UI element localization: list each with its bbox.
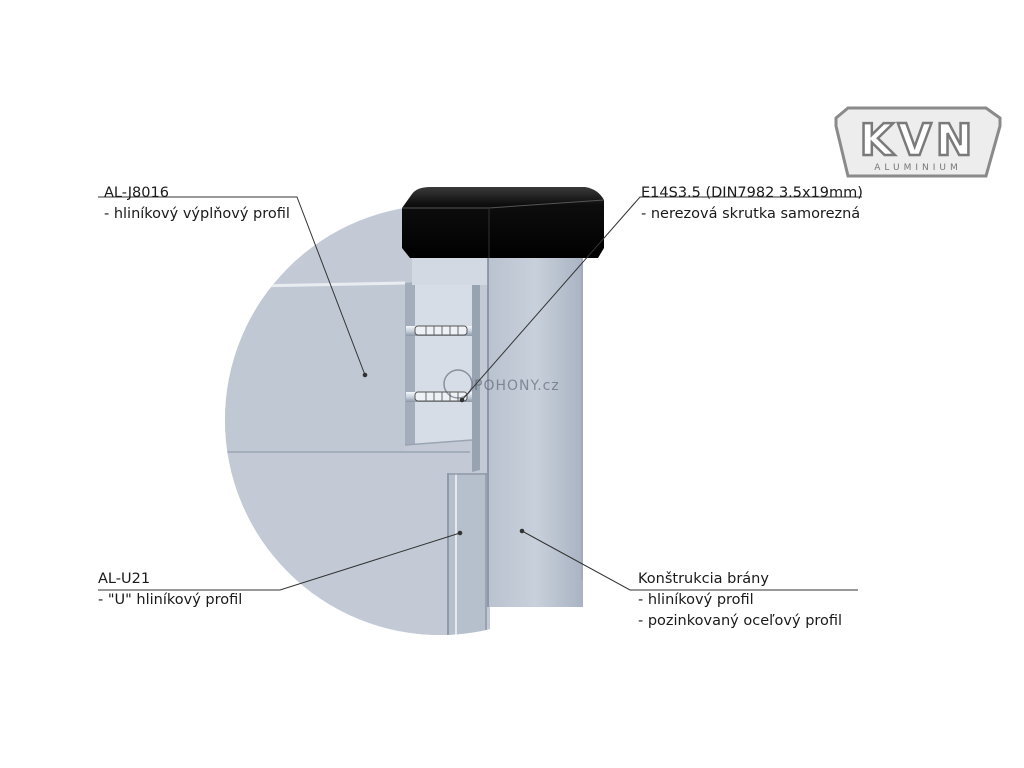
- gate-frame-line1: - hliníkový profil: [638, 592, 754, 608]
- kvn-logo: KVN ALUMINIUM: [834, 106, 1002, 178]
- leader-u-profile: [98, 532, 461, 591]
- callout-fill-profile: AL-J8016 - hliníkový výplňový profil: [104, 183, 290, 225]
- gate-frame-title: Konštrukcia brány: [638, 571, 769, 587]
- watermark-text: POHONY.cz: [474, 378, 560, 394]
- callout-u-profile: AL-U21 - "U" hliníkový profil: [98, 569, 242, 611]
- fill-profile-lower: [225, 453, 448, 635]
- channel-opening: [404, 278, 480, 472]
- screw-code: E14S3.5 (DIN7982 3.5x19mm): [641, 185, 863, 201]
- watermark-logo-icon: [443, 369, 473, 399]
- fill-profile-desc: - hliníkový výplňový profil: [104, 206, 290, 222]
- fill-profile-code: AL-J8016: [104, 185, 169, 201]
- screw-lower: [414, 391, 468, 402]
- logo-subtext: ALUMINIUM: [874, 163, 961, 173]
- gate-post: [412, 255, 583, 607]
- logo-text: KVN: [860, 115, 977, 166]
- fill-profile-upper: [225, 284, 405, 452]
- leader-gate-frame: [521, 530, 858, 591]
- post-end-cap: [402, 187, 605, 258]
- u-profile-desc: - "U" hliníkový profil: [98, 592, 243, 608]
- leader-fill-profile: [98, 196, 366, 376]
- u-profile-code: AL-U21: [98, 571, 151, 587]
- screw-desc: - nerezová skrutka samorezná: [641, 206, 861, 222]
- u-profile: [447, 473, 487, 635]
- pohony-watermark: POHONY.cz: [443, 369, 560, 399]
- gate-frame-line2: - pozinkovaný oceľový profil: [638, 613, 843, 629]
- callout-screw: E14S3.5 (DIN7982 3.5x19mm) - nerezová sk…: [641, 183, 863, 225]
- leader-lines: [98, 196, 862, 591]
- leader-screw: [461, 196, 862, 401]
- callout-gate-frame: Konštrukcia brány - hliníkový profil - p…: [638, 569, 842, 632]
- screw-upper: [414, 325, 468, 336]
